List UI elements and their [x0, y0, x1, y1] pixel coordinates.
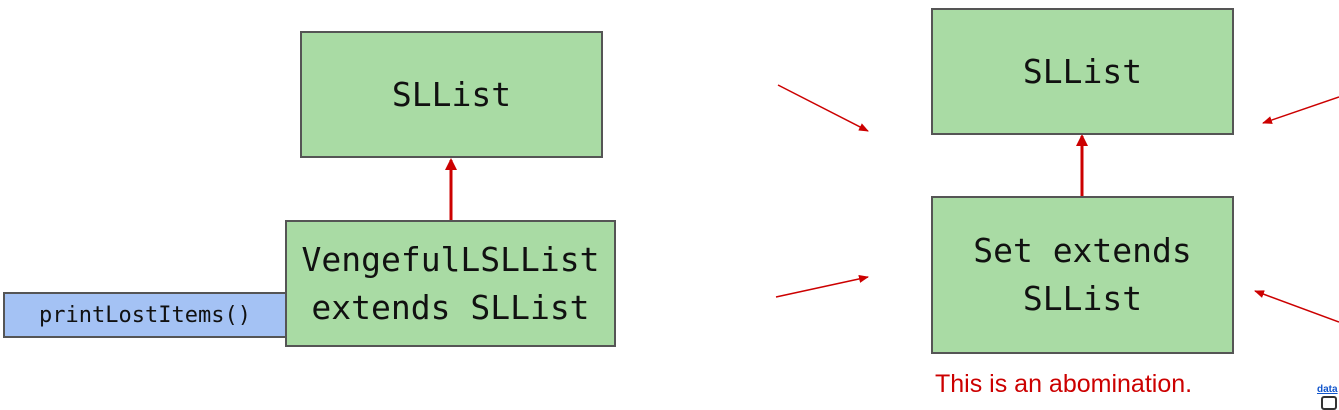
pointer-arrow-top-right-icon — [1262, 96, 1339, 124]
right-child-class-label-line-1: Set extends — [973, 231, 1192, 270]
right-parent-class-box: SLList — [931, 8, 1234, 135]
pointer-arrow-top-left-icon — [777, 84, 869, 132]
corner-data-link[interactable]: data — [1317, 384, 1338, 395]
left-child-class-label-line-1: VengefulLSLList — [301, 239, 600, 279]
pointer-arrow-bottom-left-icon — [775, 275, 869, 298]
left-child-class-box: VengefulLSLList extends SLList — [285, 220, 616, 347]
widget-icon[interactable] — [1321, 396, 1337, 410]
right-child-class-box: Set extends SLList — [931, 196, 1234, 354]
pointer-arrow-bottom-right-icon — [1254, 290, 1339, 323]
right-child-class-label-line-2: SLList — [1022, 279, 1143, 318]
method-box: printLostItems() — [3, 292, 287, 338]
left-parent-class-box: SLList — [300, 31, 603, 158]
left-child-class-label-line-2: extends SLList — [311, 287, 590, 327]
abomination-caption: This is an abomination. — [935, 370, 1193, 398]
left-parent-class-label: SLList — [391, 74, 512, 114]
method-label: printLostItems() — [39, 302, 251, 328]
right-parent-class-label: SLList — [1022, 51, 1143, 91]
